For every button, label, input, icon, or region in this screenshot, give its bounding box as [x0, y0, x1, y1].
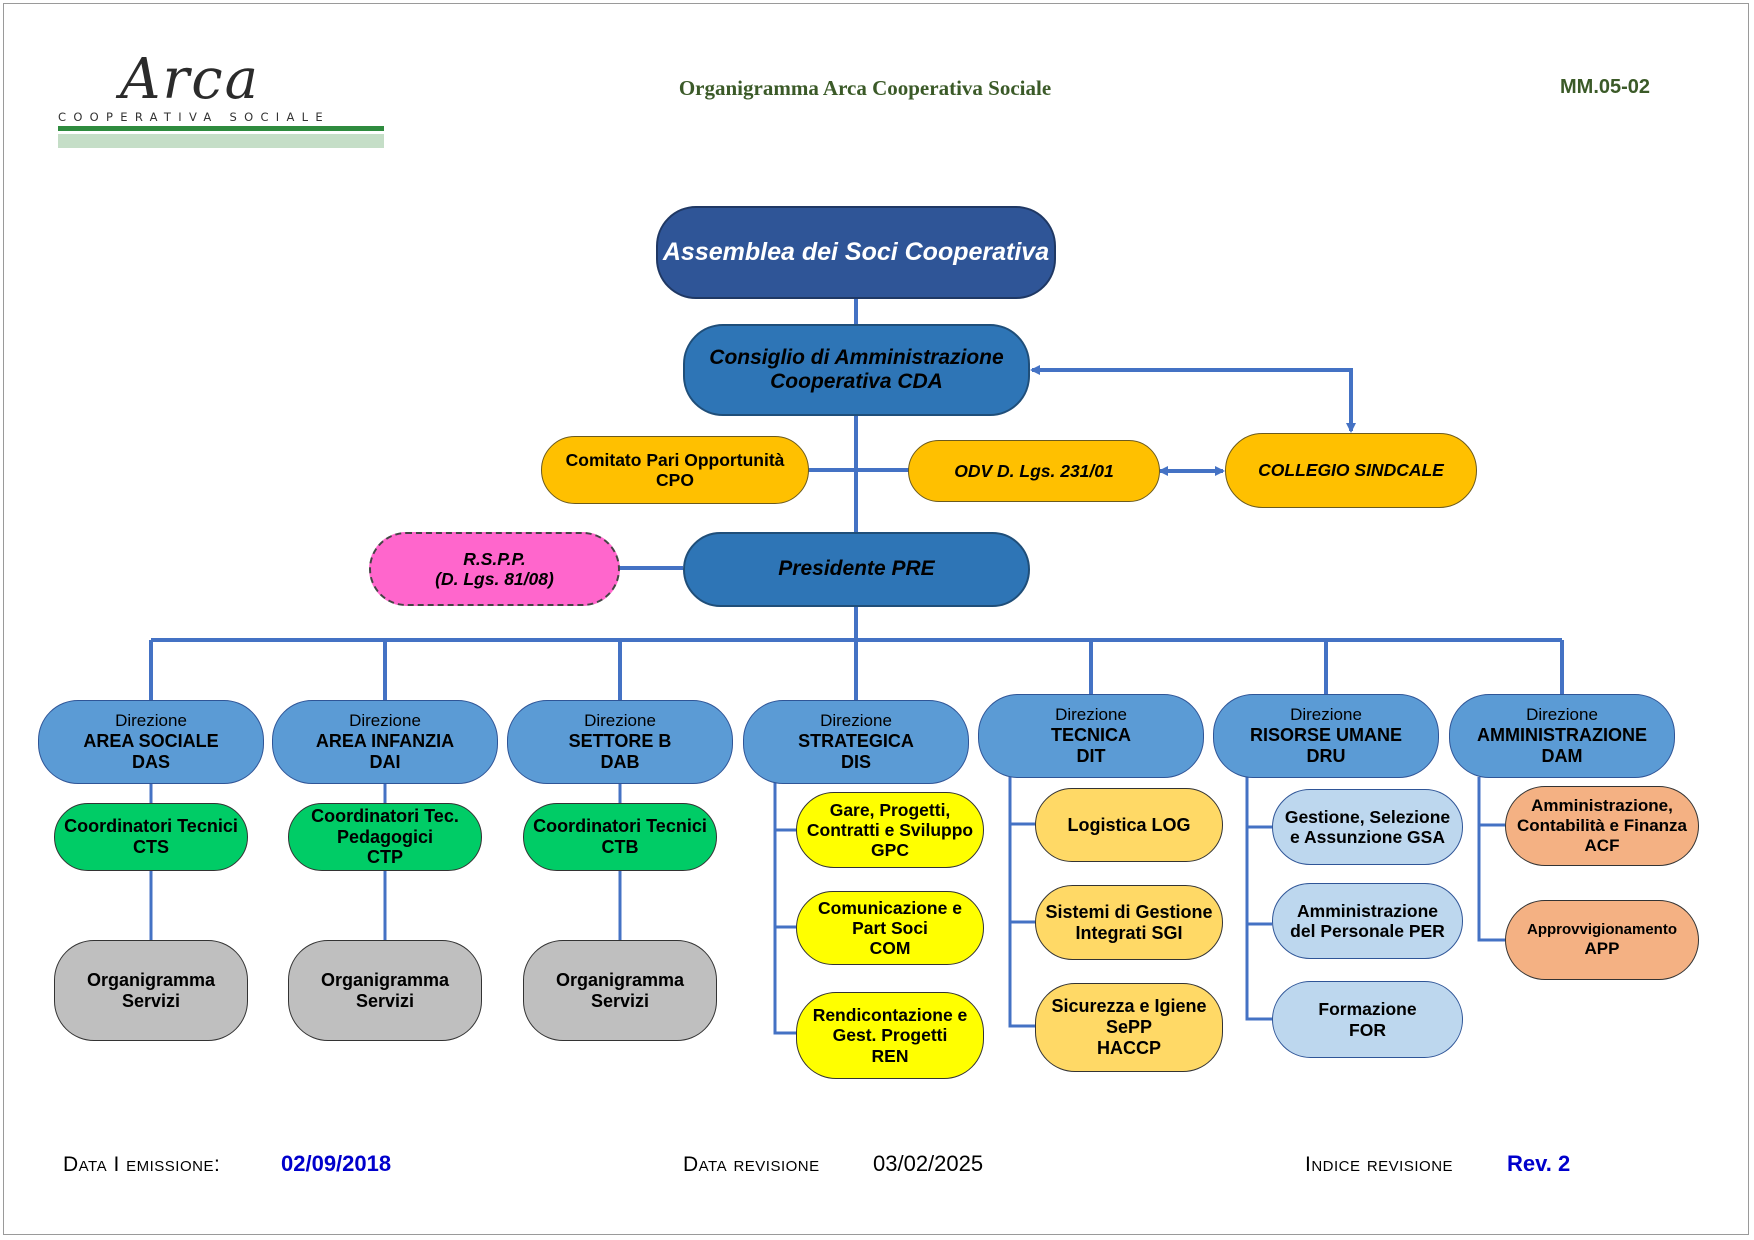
node-rspp: R.S.P.P.(D. Lgs. 81/08): [369, 532, 620, 606]
node-odv: ODV D. Lgs. 231/01: [908, 440, 1160, 502]
indice-label: Indice revisione: [1305, 1153, 1454, 1176]
document-title: Organigramma Arca Cooperativa Sociale: [678, 76, 1052, 100]
emissione-value: 02/09/2018: [281, 1151, 392, 1176]
node-presidente: Presidente PRE: [683, 532, 1030, 607]
document-code: MM.05-02: [1560, 76, 1651, 98]
line-cda-collegio: [1030, 365, 1356, 433]
page-frame: [3, 3, 1749, 1235]
node-assemblea: Assemblea dei Soci Cooperativa: [656, 206, 1056, 299]
logo-subtitle: COOPERATIVA SOCIALE: [58, 110, 330, 124]
logo-wordmark: Arca: [120, 47, 260, 112]
logo-bar: [58, 126, 384, 131]
node-collegio-sindacale: COLLEGIO SINDCALE: [1225, 433, 1477, 508]
node-log: Logistica LOG: [1035, 788, 1223, 862]
logo-bar-light: [58, 134, 384, 148]
arca-logo: Arca COOPERATIVA SOCIALE: [58, 52, 384, 152]
emissione-label: Data I emissione:: [63, 1153, 221, 1176]
revisione-label: Data revisione: [683, 1153, 820, 1176]
revisione-value: 03/02/2025: [873, 1151, 984, 1176]
indice-value: Rev. 2: [1507, 1151, 1571, 1176]
